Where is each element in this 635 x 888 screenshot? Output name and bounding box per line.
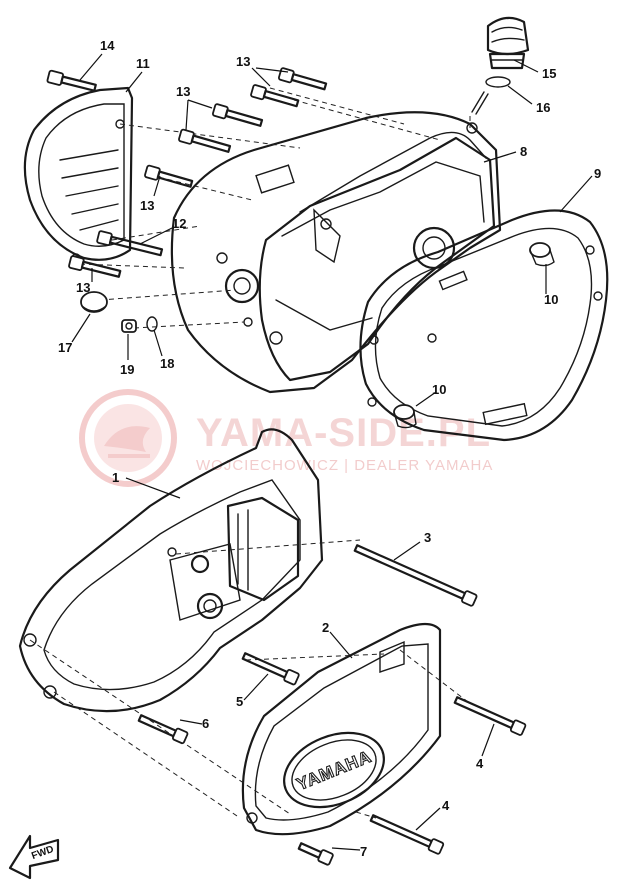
bolt-7	[297, 842, 334, 866]
bolt-13-left	[144, 164, 194, 188]
dowel-pin-lower	[393, 404, 417, 429]
callout-7: 7	[360, 844, 367, 859]
dowel-pins	[393, 242, 555, 429]
callout-13-lower: 13	[76, 280, 90, 295]
bolt-5	[241, 652, 300, 686]
bolt-13-lower	[68, 255, 122, 278]
dowel-pin-upper	[529, 242, 555, 267]
callout-16: 16	[536, 100, 550, 115]
callout-15: 15	[542, 66, 556, 81]
watermark: YAMA-SIDE.PL WOJCIECHOWICZ | DEALER YAMA…	[79, 389, 493, 487]
yamaha-emblem	[283, 731, 385, 809]
callout-8: 8	[520, 144, 527, 159]
callout-19: 19	[120, 362, 134, 377]
bolt-4-lower	[369, 814, 445, 855]
alignment-lines	[29, 87, 471, 819]
oil-filler-cap	[471, 16, 530, 115]
washer-18	[146, 316, 158, 332]
callout-labels: 14 11 13 13 13 13 12 15 16 8 9 10 10 17 …	[58, 38, 601, 859]
emblem-text: YAMAHA	[294, 747, 374, 794]
watermark-logo-icon	[79, 389, 177, 487]
callout-9: 9	[594, 166, 601, 181]
small-parts	[80, 291, 158, 333]
callout-13-mid: 13	[176, 84, 190, 99]
plug-17	[80, 291, 108, 313]
o-ring	[485, 76, 511, 88]
callout-6: 6	[202, 716, 209, 731]
callout-10-upper: 10	[544, 292, 558, 307]
bolt-13-mid-b	[178, 128, 232, 153]
bolts	[46, 67, 527, 866]
bolt-13-upper-b	[250, 84, 300, 108]
gasket-9	[359, 209, 609, 442]
bolt-6	[137, 714, 189, 745]
callout-18: 18	[160, 356, 174, 371]
bolt-12	[96, 230, 164, 257]
bolt-13-mid-a	[211, 103, 264, 127]
callout-14: 14	[100, 38, 115, 53]
callout-10-lower: 10	[432, 382, 446, 397]
bolt-4-upper	[453, 696, 527, 736]
callout-13-upper: 13	[236, 54, 250, 69]
callout-1: 1	[112, 470, 119, 485]
callout-3: 3	[424, 530, 431, 545]
bolt-14	[46, 69, 97, 92]
gasket-8	[299, 131, 487, 213]
callout-13-left: 13	[140, 198, 154, 213]
callout-5: 5	[236, 694, 243, 709]
outer-clutch-cover	[18, 428, 324, 713]
callout-2: 2	[322, 620, 329, 635]
crankcase-cover	[170, 111, 502, 394]
leader-lines	[71, 53, 593, 851]
watermark-subtitle: WOJCIECHOWICZ | DEALER YAMAHA	[196, 457, 493, 474]
left-small-cover	[23, 86, 134, 263]
bolt-19	[121, 319, 137, 333]
callout-11: 11	[136, 56, 150, 71]
callout-12: 12	[172, 216, 186, 231]
callout-17: 17	[58, 340, 72, 355]
bolt-3	[353, 544, 478, 607]
callout-4-upper: 4	[476, 756, 484, 771]
callout-4-lower: 4	[442, 798, 450, 813]
fwd-arrow-icon: FWD	[8, 834, 60, 880]
